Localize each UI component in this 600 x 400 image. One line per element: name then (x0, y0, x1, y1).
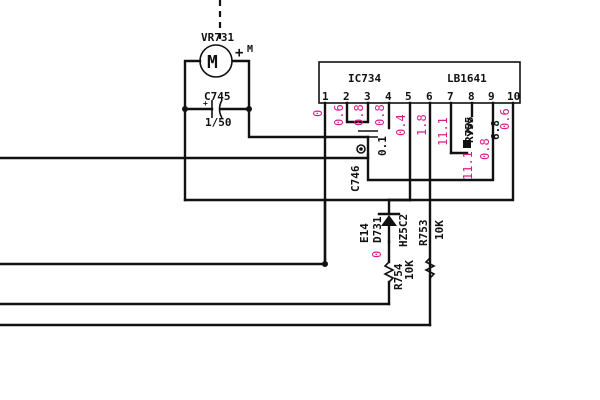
d731-zener-diode-symbol (377, 198, 412, 244)
c746-ref-label: C746 (349, 165, 362, 192)
r753-ref-label: R753 (417, 220, 430, 247)
r753-value-label: 10K (433, 220, 446, 240)
ic-pin-number: 10 (507, 90, 520, 103)
motor-ref-label: VR731 (201, 31, 234, 44)
voltage-pin7: 11.1 (436, 117, 450, 146)
c745-ref-label: C745 (204, 90, 231, 103)
voltage-annotations: 0 0.6 0.8 0.8 0.4 1.8 11.1 0.8 0.6 11.1 … (311, 104, 512, 258)
ic-pin-number: 6 (426, 90, 433, 103)
c746-value-label: 0.1 (376, 136, 389, 156)
voltage-pin2: 0.6 (332, 104, 346, 126)
diode-note-label: E14 (358, 223, 371, 243)
r754-ref-label: R754 (392, 263, 405, 290)
ic-pin-number: 5 (405, 90, 412, 103)
ic-pin-number: 1 (322, 90, 329, 103)
ic-pin-number: 2 (343, 90, 350, 103)
diode-part-label: HZ5C2 (397, 214, 410, 247)
voltage-diode-cathode: 0 (370, 251, 384, 258)
c746-capacitor-symbol (356, 130, 378, 157)
motor-plus-sign: + (235, 45, 243, 61)
voltage-pin5: 0.4 (394, 114, 408, 136)
ic-pin-number: 9 (488, 90, 495, 103)
motor-to-ic-wire (247, 107, 370, 139)
c745-capacitor-symbol: + (203, 99, 223, 119)
ic-pin-leads (183, 101, 515, 327)
c745-value-label: 1/50 (205, 116, 232, 129)
ic-pin-number: 3 (364, 90, 371, 103)
voltage-pin1: 0 (311, 110, 325, 117)
r755-value-label: 6.8 (489, 120, 502, 140)
r753-resistor-symbol (424, 257, 436, 279)
ic-pin-number: 4 (385, 90, 392, 103)
ic734-body (318, 61, 521, 104)
ic-pin-numbers: 1 2 3 4 5 6 7 8 9 10 (322, 90, 520, 103)
motor-right-lead (231, 59, 251, 111)
r755-resistor-symbol (449, 117, 474, 155)
voltage-pin3b: 0.8 (373, 104, 387, 126)
voltage-pin6: 1.8 (415, 114, 429, 136)
motor-terminal-label: M (247, 44, 253, 55)
r754-resistor-symbol (383, 240, 395, 306)
ic-ref-label: IC734 (348, 72, 381, 85)
ic-pin-number: 8 (468, 90, 475, 103)
voltage-pin8: 0.8 (478, 138, 492, 160)
motor-left-lead (183, 59, 202, 202)
ic-part-label: LB1641 (447, 72, 487, 85)
r755-ref-label: R755 (463, 117, 476, 144)
r754-value-label: 10K (403, 260, 416, 280)
ic-pin-number: 7 (447, 90, 454, 103)
voltage-pin7b: 11.1 (461, 151, 475, 180)
diode-ref-label: D731 (371, 216, 384, 243)
motor-type-letter: M (207, 52, 218, 73)
svg-text:+: + (203, 99, 208, 108)
voltage-pin10: 0.6 (498, 108, 512, 130)
voltage-pin3: 0.8 (352, 104, 366, 126)
junction-dot (182, 106, 188, 112)
